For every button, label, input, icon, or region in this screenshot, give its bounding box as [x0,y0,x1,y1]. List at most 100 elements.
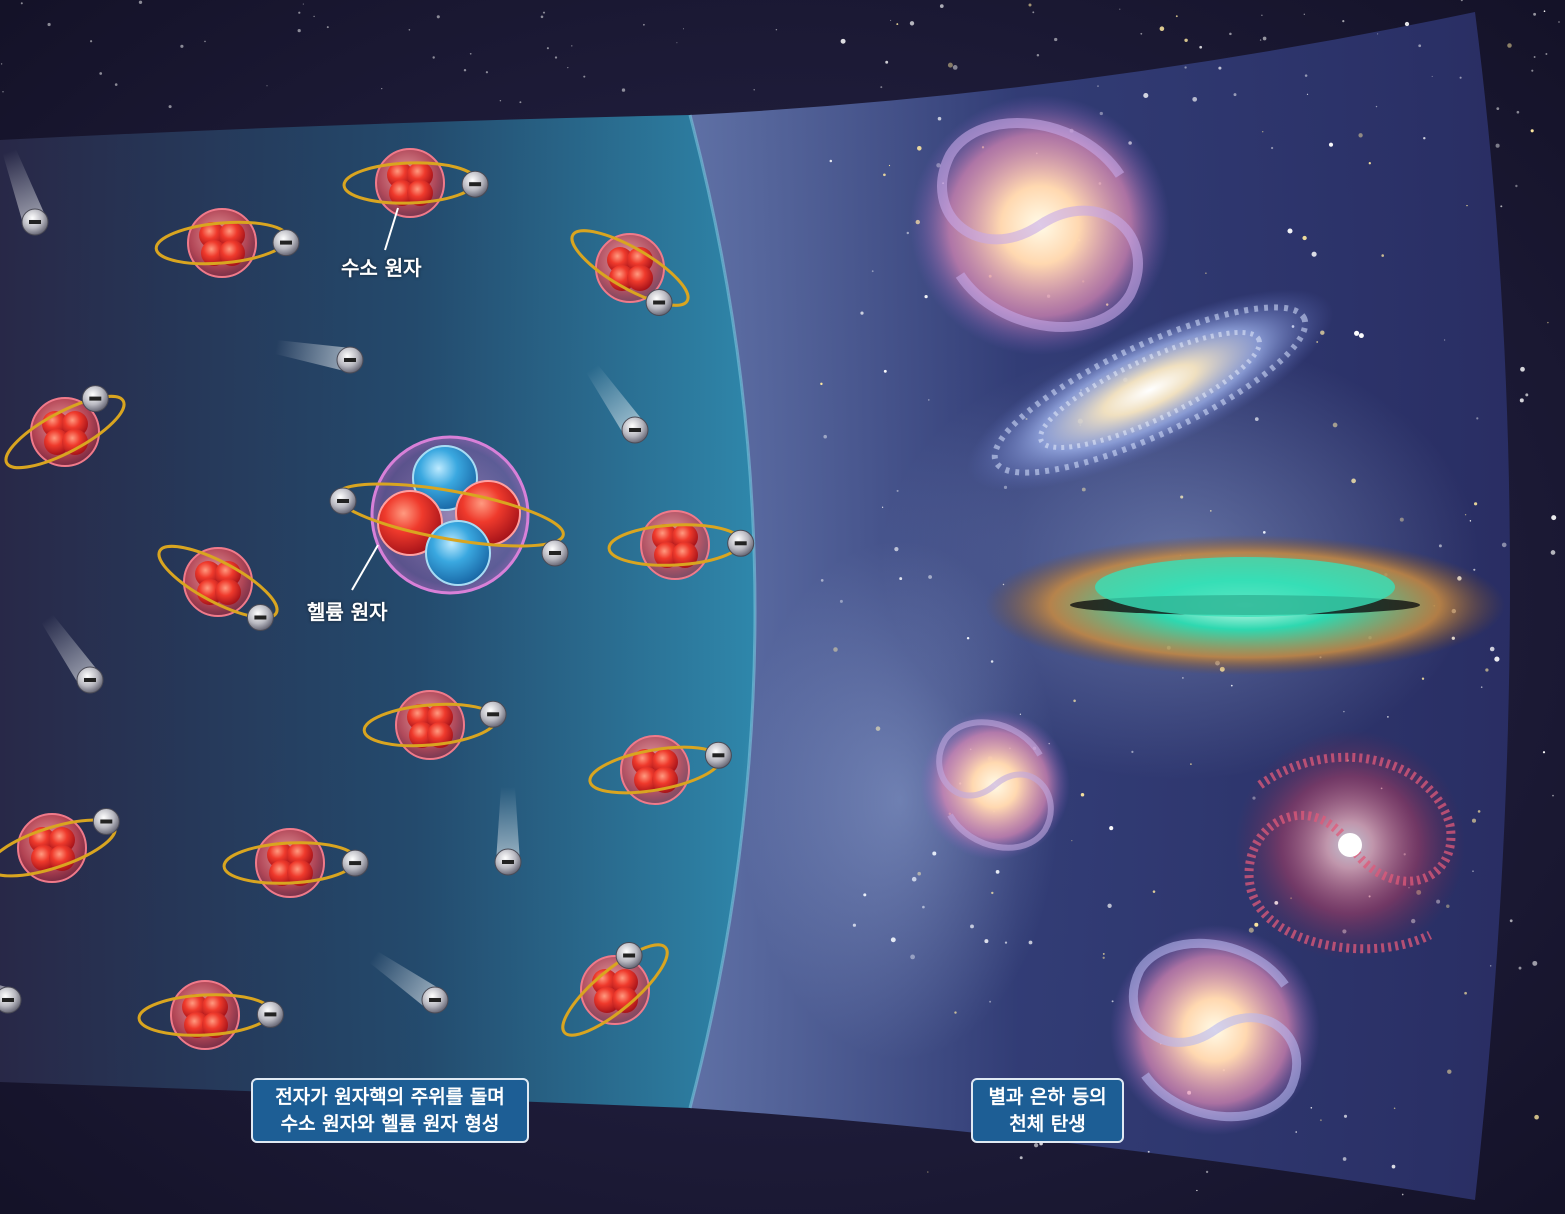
star [1500,205,1503,208]
star [753,89,755,91]
hydrogen-atom [607,510,755,580]
star [1525,393,1529,397]
atom-formation-caption: 전자가 원자핵의 주위를 돌며 수소 원자와 헬륨 원자 형성 [251,1078,529,1143]
electron-icon [621,416,649,444]
star [1404,21,1410,27]
star [204,40,206,43]
star [1471,818,1477,823]
star [114,83,118,86]
star [871,270,874,273]
motion-trail [2,149,47,227]
electron-icon [461,170,489,198]
star [1218,66,1222,70]
star [1306,93,1309,95]
star [519,101,522,104]
proton-icon [287,842,313,868]
moving-electron [274,340,364,374]
star [1159,26,1165,32]
electron-icon [645,289,673,316]
star [1418,44,1422,48]
electron-icon [479,700,507,728]
star [1152,890,1156,893]
electron-icon [256,1000,284,1028]
hydrogen-atom-label: 수소 원자 [341,256,422,280]
star [1080,793,1085,797]
proton-icon [652,749,678,775]
star [1542,751,1546,754]
star [1476,417,1479,420]
star [1532,960,1538,966]
star [1310,1107,1313,1109]
star [571,45,573,47]
star [408,28,411,31]
star [775,28,778,31]
star [1270,146,1274,150]
hydrogen-atom [137,980,284,1050]
star [1295,1131,1297,1133]
star [297,28,301,33]
small-spiral-galaxy [920,710,1070,860]
star [1184,66,1187,69]
star [1489,965,1492,967]
star [621,88,626,92]
star [0,63,3,65]
star [1262,36,1267,41]
proton-icon [49,827,75,853]
star [1261,130,1264,133]
star [1545,53,1548,55]
star [1205,1170,1209,1174]
star [168,105,172,109]
electron-icon [246,604,274,631]
electron-icon [81,385,109,413]
proton-icon [594,987,620,1013]
star [1102,952,1105,955]
star [1552,794,1554,797]
andromeda-galaxy [966,289,1334,491]
proton-icon [62,429,88,455]
star [1496,107,1500,110]
electron-icon [704,741,732,769]
star [542,11,546,14]
proton-icon [44,429,70,455]
proton-icon [609,265,635,291]
star [917,146,922,151]
proton-icon [215,579,241,605]
moving-electron [2,149,49,236]
star [2,91,4,93]
star [1530,129,1534,133]
star [840,38,846,44]
electron-orbit [561,943,669,1037]
hydrogen-atom [588,735,732,805]
hydrogen-atom [342,148,489,218]
electron-icon [421,986,449,1014]
hydrogen-label-pointer [384,207,399,251]
electron-orbit [4,394,126,470]
star [1550,550,1556,555]
star [1259,39,1262,41]
star [1466,204,1468,207]
star [1515,184,1518,188]
star [1507,43,1512,48]
star [1033,1143,1039,1148]
star [1495,143,1500,148]
caption-line: 천체 탄생 [1009,1113,1086,1135]
star [1494,656,1500,662]
atom-era-region [0,115,755,1108]
star [888,164,891,167]
proton-icon [612,969,638,995]
star [180,44,184,48]
spiral-galaxy [910,95,1170,355]
hydrogen-atom [4,385,126,470]
star [1393,1107,1396,1110]
star [1401,1193,1404,1196]
star [1109,826,1114,831]
star [1119,8,1121,10]
star [820,382,823,386]
star [1368,162,1371,165]
electron-icon [272,229,300,257]
star [1019,1156,1023,1160]
sombrero-galaxy [985,535,1505,675]
electron-icon [341,849,369,877]
star [1509,919,1513,923]
